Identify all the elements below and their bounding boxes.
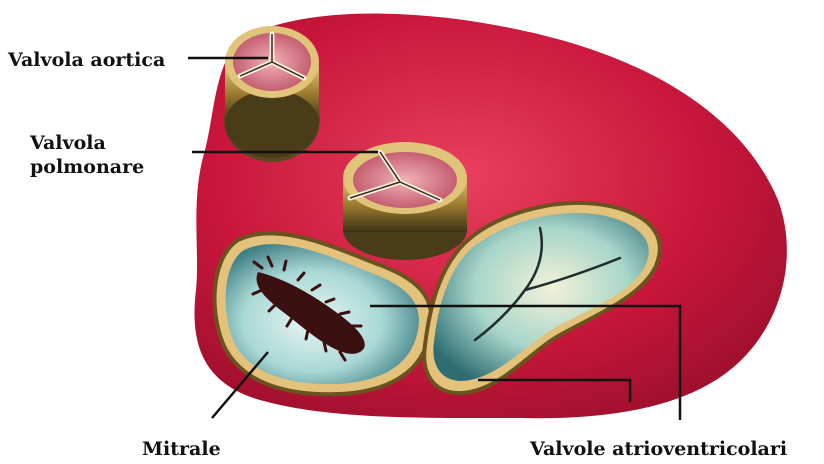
label-mitral: Mitrale: [142, 437, 221, 461]
pulmonary-valve: [343, 142, 467, 260]
label-aortic-valve: Valvola aortica: [8, 48, 165, 72]
label-pulmonary-line2: polmonare: [30, 155, 144, 179]
label-pulmonary-valve: Valvola polmonare: [30, 131, 144, 179]
label-pulmonary-line1: Valvola: [30, 131, 144, 155]
aortic-valve: [224, 26, 320, 162]
label-atrioventricular-valves: Valvole atrioventricolari: [530, 437, 787, 461]
